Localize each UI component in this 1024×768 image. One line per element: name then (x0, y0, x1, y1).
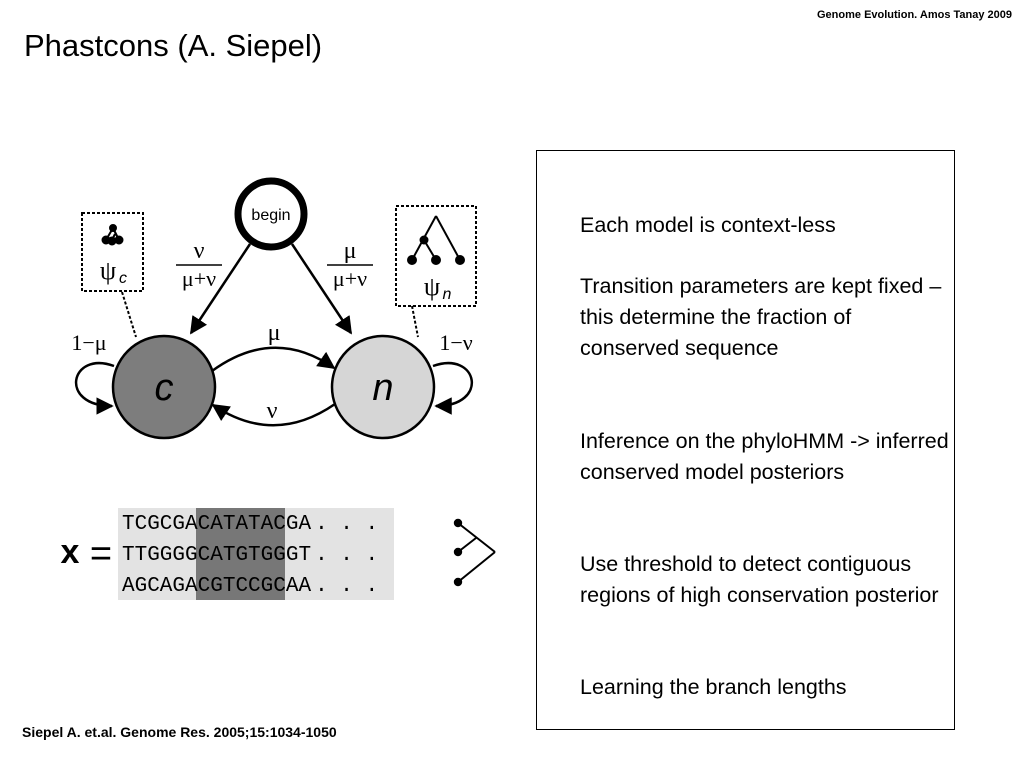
state-n-label: n (372, 367, 393, 409)
alignment-row-2-post: GTGGGT (235, 544, 311, 567)
slide-title: Phastcons (A. Siepel) (24, 28, 323, 63)
svg-text:TTGGGGCATGTGGGT. . .: TTGGGGCATGTGGGT. . . (122, 544, 378, 567)
alignment-row-3-mid: GACGT (172, 575, 235, 598)
alignment-row-2-pre: TTGG (122, 544, 172, 567)
bullet-context-less: Each model is context-less (580, 213, 836, 237)
self-loop-n (432, 362, 474, 415)
footer-citation: Siepel A. et.al. Genome Res. 2005;15:103… (22, 724, 337, 740)
self-loop-n-label: 1−ν (439, 330, 472, 355)
edge-c-to-n (211, 346, 336, 373)
conserved-region-highlight (196, 508, 285, 600)
alignment-row-3-post: CCGCAA (235, 575, 311, 598)
edge-n-to-c-label: ν (267, 398, 278, 424)
alignment-row-3-dots: . . . (315, 575, 378, 598)
alignment-tree-icon (453, 518, 496, 587)
summary-textbox: Each model is context-less Transition pa… (536, 150, 955, 730)
small-tree-icon (101, 224, 124, 246)
alignment-row-1-dots: . . . (315, 513, 378, 536)
begin-label: begin (251, 207, 290, 224)
psi-n-symbol: ψ (424, 272, 440, 301)
alignment-x-label: x (61, 533, 80, 571)
svg-text:TCGCGACATATACGA. . .: TCGCGACATATACGA. . . (122, 513, 378, 536)
state-n (330, 334, 436, 440)
edge-begin-n-denominator: μ+ν (333, 266, 367, 291)
edge-begin-n-numerator: μ (344, 238, 357, 264)
psi-c-sub: c (119, 270, 127, 287)
header-credit: Genome Evolution. Amos Tanay 2009 (817, 9, 1012, 21)
psi-c-connector (121, 291, 137, 338)
edge-begin-c-numerator: ν (194, 238, 205, 264)
alignment-row: TCGCGACATATACGA. . . TTGGGGCATGTGGGT. . … (122, 513, 378, 598)
alignment-row-1-post: ATACGA (235, 513, 311, 536)
bullet-inference: Inference on the phyloHMM -> inferred co… (580, 429, 949, 484)
edge-n-to-c (211, 402, 336, 427)
edge-begin-c-denominator: μ+ν (182, 266, 216, 291)
state-c-label: c (155, 367, 174, 409)
bullet-branch-lengths: Learning the branch lengths (580, 675, 847, 699)
self-loop-c (74, 362, 115, 415)
psi-c-symbol: ψ (100, 256, 116, 285)
tree-icon (407, 215, 465, 265)
edge-c-to-n-label: μ (268, 320, 281, 346)
edge-begin-c (189, 243, 252, 335)
begin-state (234, 177, 308, 251)
psi-n-connector (411, 305, 419, 338)
edge-begin-n (290, 243, 353, 335)
alignment-row-2-mid: GGCAT (172, 544, 235, 567)
svg-text:AGCAGACGTCCGCAA. . .: AGCAGACGTCCGCAA. . . (122, 575, 378, 598)
bullet-transition-parameters: Transition parameters are kept fixed – t… (580, 274, 942, 360)
alignment-row-3-pre: AGCA (122, 575, 173, 598)
bullet-threshold: Use threshold to detect contiguous regio… (580, 552, 939, 607)
self-loop-c-label: 1−μ (71, 330, 106, 355)
alignment-row-2-dots: . . . (315, 544, 378, 567)
alignment-equals: = (90, 533, 112, 575)
alignment-row-1-pre: TCGC (122, 513, 172, 536)
psi-n-sub: n (443, 286, 452, 303)
alignment-row-1-mid: GACAT (172, 513, 235, 536)
state-c (111, 334, 217, 440)
